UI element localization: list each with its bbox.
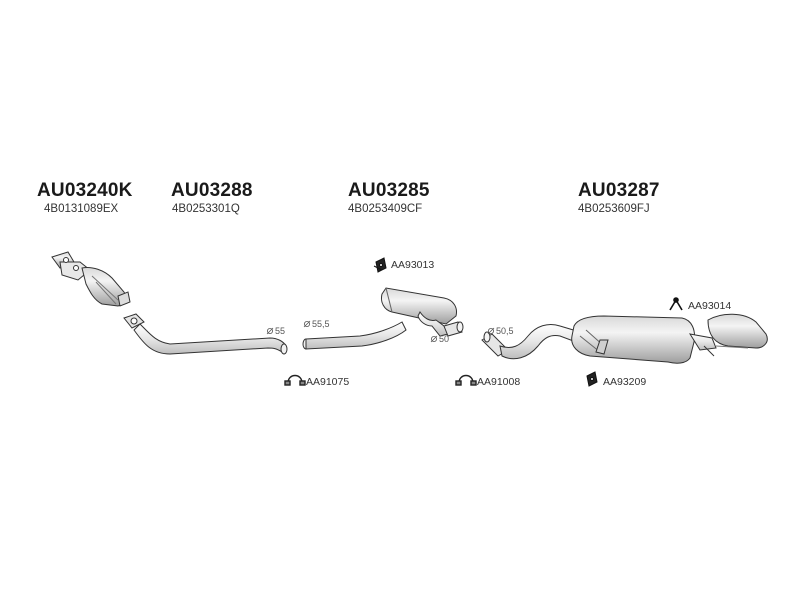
dim-front-pipe-end: 55 xyxy=(275,326,286,336)
catalyst-part-code[interactable]: AU03240K xyxy=(37,180,133,201)
middle-silencer-oem-number: 4B0253409CF xyxy=(348,203,423,215)
rear-silencer-oem-number: 4B0253609FJ xyxy=(578,203,650,215)
dim-middle-inlet: 55,5 xyxy=(312,319,330,329)
front-pipe-drawing[interactable] xyxy=(123,313,288,355)
catalyst-oem-number: 4B0131089EX xyxy=(44,203,119,215)
catalyst-drawing[interactable] xyxy=(51,251,131,307)
diameter-symbols xyxy=(266,320,495,343)
front-pipe-oem-number: 4B0253301Q xyxy=(172,203,240,215)
hanger-middle-label[interactable]: AA93013 xyxy=(391,259,435,271)
front-pipe-part-code[interactable]: AU03288 xyxy=(171,180,253,201)
dim-rear-inlet: 50,5 xyxy=(496,326,514,336)
hanger-rear-bottom-label[interactable]: AA93209 xyxy=(603,376,647,388)
rear-silencer-part-code[interactable]: AU03287 xyxy=(578,180,660,201)
clamp-front-label[interactable]: AA91075 xyxy=(306,376,350,388)
middle-silencer-drawing[interactable] xyxy=(302,287,464,350)
rubber-hanger-rear-bottom-icon[interactable] xyxy=(586,371,598,387)
rubber-hanger-middle-icon[interactable] xyxy=(373,257,387,273)
hanger-rear-top-icon[interactable] xyxy=(669,297,683,311)
clamp-front-icon[interactable] xyxy=(284,374,306,386)
hanger-rear-top-label[interactable]: AA93014 xyxy=(688,300,732,312)
dim-middle-outlet: 50 xyxy=(439,334,450,344)
rear-silencer-drawing[interactable] xyxy=(481,313,768,364)
middle-silencer-part-code[interactable]: AU03285 xyxy=(348,180,430,201)
clamp-rear-label[interactable]: AA91008 xyxy=(477,376,521,388)
clamp-rear-icon[interactable] xyxy=(455,374,477,386)
